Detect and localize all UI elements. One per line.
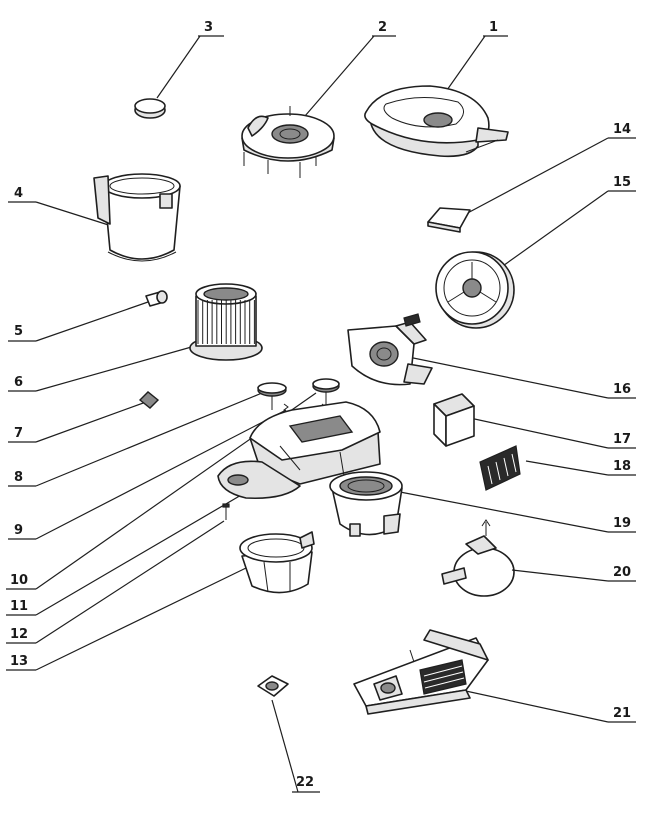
part-number-19: 19: [613, 516, 631, 531]
part-number-1: 1: [489, 20, 498, 35]
caster-icon: [257, 675, 289, 697]
callout-20: 20: [511, 565, 636, 582]
callout-19: 19: [399, 491, 636, 533]
clamp-ring-icon: [441, 519, 515, 597]
base-chassis-icon: [353, 629, 489, 715]
callout-12: 12: [6, 520, 225, 644]
motor-mount-icon: [329, 471, 403, 537]
button-cap-icon: [312, 378, 340, 410]
part-number-6: 6: [14, 375, 23, 390]
callout-4: 4: [8, 186, 119, 229]
callout-9: 9: [8, 409, 287, 540]
part-number-17: 17: [613, 432, 631, 447]
pleated-filter-icon: [189, 283, 263, 361]
callout-8: 8: [8, 392, 263, 487]
callout-15: 15: [499, 175, 636, 269]
screw-icon: [222, 503, 230, 520]
grille-filter-icon: [479, 445, 521, 491]
part-number-15: 15: [613, 175, 631, 190]
part-number-21: 21: [613, 706, 631, 721]
part-number-20: 20: [613, 565, 631, 580]
part-number-14: 14: [613, 122, 631, 137]
latch-pin-icon: [145, 290, 168, 307]
part-number-16: 16: [613, 382, 631, 397]
small-clip-icon: [138, 391, 160, 409]
callout-2: 2: [304, 20, 396, 117]
part-number-3: 3: [204, 20, 213, 35]
part-number-5: 5: [14, 324, 23, 339]
motor-cover-icon: [347, 313, 433, 386]
filter-cage-icon: [239, 531, 315, 594]
part-number-10: 10: [10, 573, 28, 588]
callout-21: 21: [451, 687, 636, 723]
sponge-filter-icon: [433, 393, 475, 447]
callout-13: 13: [6, 567, 247, 671]
part-number-2: 2: [378, 20, 387, 35]
cover-lid-icon: [364, 85, 509, 158]
callout-16: 16: [383, 351, 636, 399]
callout-18: 18: [525, 459, 636, 476]
callout-1: 1: [439, 20, 508, 101]
part-number-22: 22: [296, 775, 314, 790]
callout-7: 7: [8, 401, 147, 443]
callout-5: 5: [8, 301, 149, 342]
part-number-7: 7: [14, 426, 23, 441]
part-number-11: 11: [10, 599, 28, 614]
dust-bin-icon: [93, 173, 181, 262]
part-number-13: 13: [10, 654, 28, 669]
callout-17: 17: [469, 417, 636, 449]
callout-14: 14: [461, 122, 636, 217]
wheel-icon: [435, 251, 515, 329]
upper-housing-icon: [217, 401, 381, 500]
disc-pad-icon: [134, 98, 166, 119]
part-number-4: 4: [14, 186, 23, 201]
cyclone-cap-icon: [241, 106, 335, 178]
callout-22: 22: [271, 699, 320, 793]
part-number-8: 8: [14, 470, 23, 485]
button-cap-icon: [257, 382, 287, 410]
callout-6: 6: [8, 343, 203, 392]
foam-pad-icon: [427, 207, 471, 233]
part-number-9: 9: [14, 523, 23, 538]
callout-3: 3: [156, 20, 224, 99]
part-number-18: 18: [613, 459, 631, 474]
part-number-12: 12: [10, 627, 28, 642]
